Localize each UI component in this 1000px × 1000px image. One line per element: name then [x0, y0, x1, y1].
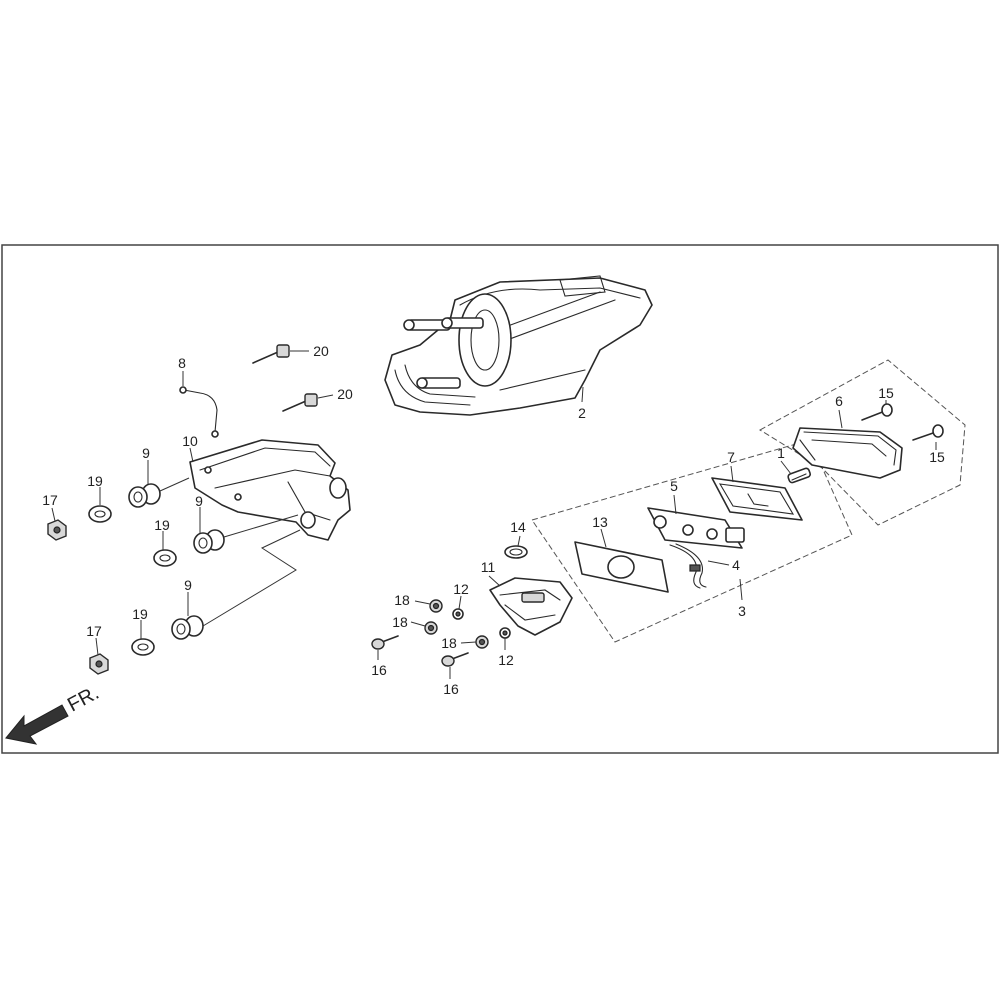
part-19-washer-upper — [88, 505, 112, 523]
part-19-washer-middle — [153, 549, 177, 567]
callout-2: 2 — [578, 405, 586, 421]
front-arrow-icon — [5, 704, 69, 745]
callout-12-upper: 12 — [453, 581, 469, 597]
part-1-bulb — [787, 467, 812, 484]
callout-15-upper: 15 — [878, 385, 894, 401]
part-19-washer-lower — [131, 638, 155, 656]
part-16-bolt-right — [441, 652, 469, 667]
callout-13: 13 — [592, 514, 608, 530]
callout-5: 5 — [670, 478, 678, 494]
part-12-nut-lower — [499, 627, 511, 639]
callout-12-lower: 12 — [498, 652, 514, 668]
part-8-pipe — [179, 386, 219, 438]
part-16-bolt-left — [371, 635, 399, 650]
front-direction-indicator: FR. — [5, 682, 103, 745]
part-12-nut-upper — [452, 608, 464, 620]
part-17-nut-lower — [89, 653, 109, 675]
part-18-nut-c — [475, 635, 489, 649]
callout-10: 10 — [182, 433, 198, 449]
part-20-bolt-upper — [252, 344, 290, 364]
part-9-damper-upper — [128, 483, 161, 508]
callout-17-lower: 17 — [86, 623, 102, 639]
callout-9-middle: 9 — [195, 493, 203, 509]
part-15-screw-upper — [861, 403, 893, 421]
callout-8: 8 — [178, 355, 186, 371]
part-7-gasket — [711, 477, 803, 521]
part-6-tail-lens — [792, 427, 903, 479]
callout-18-c: 18 — [441, 635, 457, 651]
part-9-damper-middle — [193, 529, 225, 554]
group-box-3 — [531, 439, 853, 643]
part-17-nut-upper — [47, 519, 67, 541]
callout-19-upper: 19 — [87, 473, 103, 489]
part-5-socket-housing — [647, 507, 745, 549]
part-2-rear-fender — [384, 275, 653, 416]
callout-labels: 1 2 3 4 5 6 7 8 9 9 9 10 11 12 12 13 14 … — [42, 343, 945, 697]
callout-11: 11 — [481, 559, 496, 575]
callout-9-lower: 9 — [184, 577, 192, 593]
part-11-bracket — [489, 577, 573, 636]
callout-4: 4 — [732, 557, 740, 573]
callout-17-upper: 17 — [42, 492, 58, 508]
callout-16-left: 16 — [371, 662, 387, 678]
callout-18-a: 18 — [394, 592, 410, 608]
part-15-screw-lower — [912, 424, 944, 441]
part-18-nut-a — [429, 599, 443, 613]
part-9-damper-lower — [171, 615, 204, 640]
callout-18-b: 18 — [392, 614, 408, 630]
callout-3: 3 — [738, 603, 746, 619]
callout-14: 14 — [510, 519, 526, 535]
leader-lines — [51, 350, 937, 679]
callout-9-upper: 9 — [142, 445, 150, 461]
part-4-wiring — [669, 543, 707, 589]
front-label: FR. — [64, 682, 103, 717]
callout-20-lower: 20 — [337, 386, 353, 402]
part-18-nut-b — [424, 621, 438, 635]
part-20-bolt-lower — [282, 393, 318, 412]
callout-16-right: 16 — [443, 681, 459, 697]
callout-1: 1 — [777, 445, 785, 461]
callout-19-middle: 19 — [154, 517, 170, 533]
callout-7: 7 — [727, 449, 735, 465]
callout-6: 6 — [835, 393, 843, 409]
part-14-grommet — [504, 545, 528, 559]
part-10-mounting-bracket — [189, 439, 351, 541]
callout-19-lower: 19 — [132, 606, 148, 622]
group-box-6 — [759, 359, 966, 526]
callout-15-lower: 15 — [929, 449, 945, 465]
diagram-frame — [1, 244, 999, 754]
callout-20-upper: 20 — [313, 343, 329, 359]
part-13-plate — [574, 541, 669, 593]
